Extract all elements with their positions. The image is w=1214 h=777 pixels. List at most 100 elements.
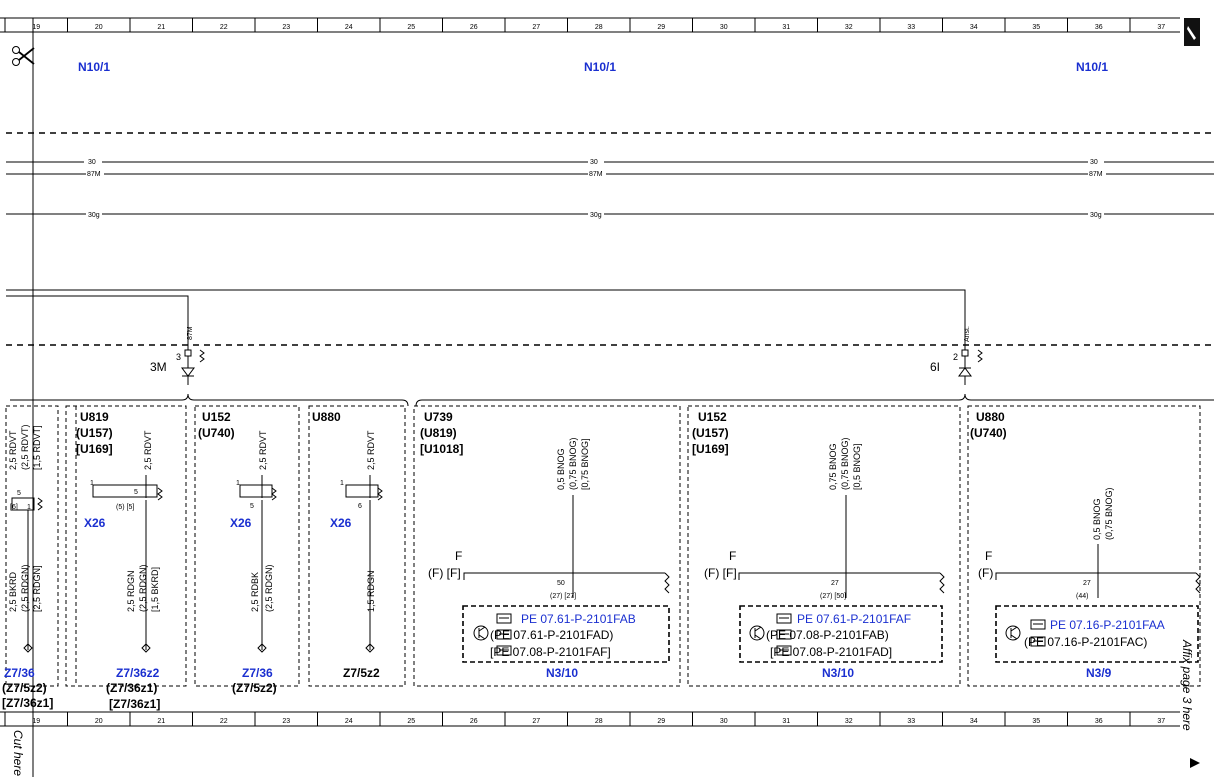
ruler-number: 35 [1032,24,1040,31]
arrow-icon [1190,758,1200,768]
svg-text:3: 3 [176,352,181,362]
svg-text:(Z7/5z2): (Z7/5z2) [232,681,277,695]
svg-text:U880: U880 [976,410,1005,424]
svg-text:U152: U152 [698,410,727,424]
svg-text:2,5 RDVT: 2,5 RDVT [143,430,153,470]
svg-text:[6]: [6] [10,504,18,511]
svg-text:F: F [455,549,462,563]
module-2: U152 (U157) [U169] 0,75 BNOG (0,75 BNOG)… [687,405,961,687]
hand-pointer-icon [496,613,512,624]
svg-text:(U157): (U157) [76,426,113,440]
svg-text:1: 1 [90,480,94,487]
bus-87m: 87M 87M 87M [6,171,1214,178]
column-u880-a: U880 2,5 RDVT 1 6 X26 1,5 RDGN Z7/5z2 [308,405,406,687]
svg-text:X26: X26 [330,516,352,530]
pen-icon [1184,18,1200,46]
ground-icon [257,643,267,653]
ruler-number: 26 [470,718,478,725]
connector-label-2: N10/1 [584,60,616,74]
svg-text:PE 07.16-P-2101FAA: PE 07.16-P-2101FAA [1050,618,1165,632]
hand-pointer-icon [776,629,792,640]
svg-text:0,5 BNOG: 0,5 BNOG [556,448,566,490]
svg-text:[Z7/36z1]: [Z7/36z1] [109,697,160,711]
svg-text:[2,5 RDGN]: [2,5 RDGN] [32,565,42,612]
hand-pointer-icon [1030,619,1046,630]
ruler-number: 31 [782,24,790,31]
svg-text:5: 5 [134,489,138,496]
svg-text:[U169]: [U169] [692,442,729,456]
svg-text:2,5 BKRD: 2,5 BKRD [8,571,18,612]
svg-text:X26: X26 [230,516,252,530]
svg-text:[0,75 BNOG]: [0,75 BNOG] [580,438,590,490]
hand-pointer-icon [1030,636,1046,647]
ruler-number: 37 [1157,718,1165,725]
svg-text:1,5 RDGN: 1,5 RDGN [366,570,376,612]
svg-text:(PE 07.08-P-2101FAB): (PE 07.08-P-2101FAB) [766,628,889,642]
fuse-right: Anst. 2 6I [930,326,983,385]
svg-text:[PE 07.08-P-2101FAD]: [PE 07.08-P-2101FAD] [770,645,892,659]
ruler-number: 33 [907,718,915,725]
svg-text:(2,5 RDGN): (2,5 RDGN) [264,564,274,612]
ground-icon [365,643,375,653]
svg-text:(0,75 BNOG): (0,75 BNOG) [1104,487,1114,540]
transistor-icon [749,625,765,641]
svg-text:(2,5 RDVT): (2,5 RDVT) [20,424,30,470]
ruler-number: 19 [32,24,40,31]
hand-pointer-icon [776,613,792,624]
ruler-number: 30 [720,24,728,31]
svg-text:[U169]: [U169] [76,442,113,456]
connector-x26: X26 [84,516,106,530]
svg-text:30: 30 [1090,159,1098,166]
ruler-number: 25 [407,24,415,31]
svg-text:1: 1 [27,504,31,511]
svg-text:(Z7/5z2): (Z7/5z2) [2,681,47,695]
bus-30: 30 30 30 [6,159,1214,166]
ruler-number: 28 [595,718,603,725]
svg-text:87M: 87M [589,171,603,178]
hand-pointer-icon [496,629,512,640]
svg-text:2,5 RDVT: 2,5 RDVT [258,430,268,470]
column-u819: U819 (U157) [U169] 2,5 RDVT 1 5 (5) [5] … [65,405,187,711]
svg-text:1: 1 [236,480,240,487]
svg-text:Z7/36: Z7/36 [242,666,273,680]
svg-text:PE 07.61-P-2101FAF: PE 07.61-P-2101FAF [797,612,911,626]
svg-text:2,5 RDBK: 2,5 RDBK [250,572,260,612]
svg-text:Z7/36z2: Z7/36z2 [116,666,160,680]
svg-text:(44): (44) [1076,593,1088,600]
fuse-icon [181,356,195,385]
feed-wire-right [6,289,966,326]
ruler-number: 23 [282,24,290,31]
svg-text:N3/10: N3/10 [822,666,854,680]
svg-text:2,5 RDVT: 2,5 RDVT [366,430,376,470]
scissors-icon [12,46,35,66]
ruler-number: 35 [1032,718,1040,725]
svg-text:30g: 30g [88,212,100,219]
svg-text:PE 07.61-P-2101FAB: PE 07.61-P-2101FAB [521,612,636,626]
svg-text:(F) [F]: (F) [F] [428,566,461,580]
svg-text:30: 30 [590,159,598,166]
ruler-number: 29 [657,24,665,31]
svg-text:87M: 87M [187,326,194,340]
ruler-number: 36 [1095,718,1103,725]
svg-text:(0,75 BNOG): (0,75 BNOG) [568,437,578,490]
svg-text:(F): (F) [978,566,993,580]
svg-text:[1,5 RDVT]: [1,5 RDVT] [32,425,42,470]
svg-text:(2,5 RDGN): (2,5 RDGN) [20,564,30,612]
connector-label-1: N10/1 [78,60,110,74]
svg-text:0,75 BNOG: 0,75 BNOG [828,443,838,490]
ruler-number: 37 [1157,24,1165,31]
svg-text:0,5 BNOG: 0,5 BNOG [1092,498,1102,540]
svg-text:(F) [F]: (F) [F] [704,566,737,580]
svg-text:(U740): (U740) [198,426,235,440]
svg-text:87M: 87M [1089,171,1103,178]
ruler-number: 20 [95,24,103,31]
svg-text:(U819): (U819) [420,426,457,440]
svg-text:27: 27 [1083,580,1091,587]
svg-text:(Z7/36z1): (Z7/36z1) [106,681,157,695]
svg-text:[U1018]: [U1018] [420,442,463,456]
ruler-number: 25 [407,718,415,725]
affix-note: Affix page 3 here [1180,639,1194,731]
